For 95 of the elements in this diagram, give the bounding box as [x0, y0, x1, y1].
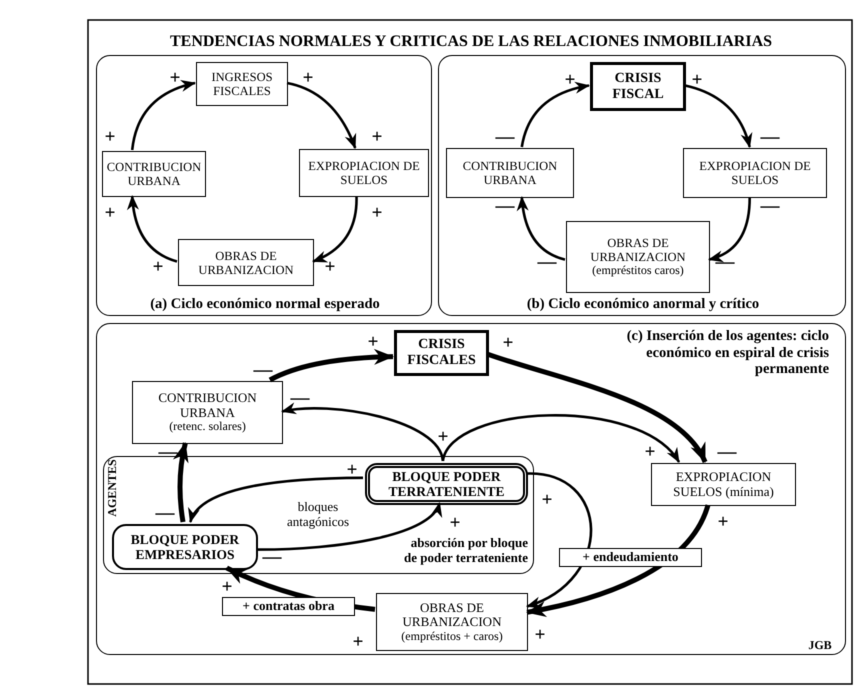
arrow [526, 472, 592, 608]
process-box [102, 151, 206, 197]
arrow [312, 196, 358, 263]
box-label: CRISIS FISCALES [406, 337, 477, 369]
edge-label: bloques antagónicos [286, 500, 350, 530]
polarity-sign: + [368, 332, 378, 352]
arrow [281, 403, 444, 462]
group-frame [103, 456, 534, 574]
polarity-sign: — [496, 196, 514, 216]
box-label: CONTRIBUCION URBANA [157, 391, 258, 420]
polarity-sign: + [372, 128, 382, 146]
process-box [446, 148, 574, 198]
arrow [286, 82, 356, 149]
edge-label: + endeudamiento [559, 548, 702, 567]
polarity-sign: + [450, 514, 460, 532]
panel-caption: (b) Ciclo económico anormal y crítico [526, 296, 760, 313]
box-label: EXPROPIACION DE SUELOS [698, 159, 812, 187]
polarity-sign: + [542, 490, 552, 510]
arrow [268, 349, 394, 382]
signature-text: JGB [808, 639, 832, 651]
process-box [651, 463, 796, 506]
polarity-sign: + [352, 632, 364, 652]
arrow [256, 502, 441, 551]
polarity-sign: — [538, 252, 556, 272]
polarity-sign: — [158, 442, 178, 462]
process-box [132, 381, 283, 444]
polarity-sign: + [718, 512, 728, 532]
arrow [708, 196, 751, 262]
polarity-sign: + [372, 204, 382, 222]
box-label: BLOQUE PODER EMPRESARIOS [130, 532, 240, 562]
polarity-sign: + [502, 334, 514, 352]
box-label: (empréstitos caros) [592, 264, 684, 278]
box-label: EXPROPIACION DE SUELOS [307, 159, 421, 187]
polarity-sign: + [104, 204, 116, 222]
group-label: AGENTES [105, 458, 119, 519]
box-label: OBRAS DE URBANIZACION [589, 236, 687, 264]
arrow [442, 414, 680, 463]
polarity-sign: + [346, 460, 358, 480]
process-box [590, 62, 686, 111]
polarity-sign: — [760, 128, 780, 146]
process-box [196, 62, 288, 106]
box-label: EXPROPIACION SUELOS (mínima) [672, 470, 775, 500]
arrow [517, 196, 566, 261]
polarity-sign: + [564, 70, 576, 90]
panel-frame [96, 323, 846, 655]
diagram-title: TENDENCIAS NORMALES Y CRITICAS DE LAS RELACIONES INMOBILIARIAS [168, 33, 774, 51]
edge-label: absorción por bloque de poder terrateniente [403, 536, 528, 566]
box-label: BLOQUE PODER TERRATENIENTE [387, 468, 506, 500]
polarity-sign: + [104, 128, 116, 146]
box-label: (retenc. solares) [169, 420, 246, 434]
arrow [173, 442, 189, 522]
arrow [487, 352, 708, 464]
process-box [365, 463, 528, 505]
polarity-sign: — [760, 196, 780, 216]
panel-frame [438, 55, 846, 316]
polarity-sign: + [534, 626, 546, 644]
arrow [526, 504, 710, 617]
polarity-sign: + [644, 442, 656, 462]
polarity-sign: + [324, 258, 336, 276]
process-box [112, 524, 258, 570]
polarity-sign: — [254, 360, 272, 380]
box-label: OBRAS DE URBANIZACION [197, 248, 295, 276]
process-box [376, 593, 528, 651]
panel-frame [96, 55, 432, 316]
process-box [299, 149, 429, 197]
process-box [178, 239, 314, 286]
polarity-sign: + [438, 428, 448, 446]
box-label: CONTRIBUCION URBANA [462, 159, 558, 187]
box-label: INGRESOS FISCALES [210, 70, 274, 98]
polarity-sign: — [262, 548, 282, 566]
box-label: OBRAS DE URBANIZACION [402, 600, 502, 630]
box-label: CONTRIBUCION URBANA [106, 160, 202, 188]
arrow [127, 195, 178, 263]
arrow [684, 84, 752, 148]
arrow [189, 476, 364, 523]
panel-caption: (c) Inserción de los agentes: ciclo económico en espiral de crisis permanente [626, 328, 829, 378]
arrow [520, 82, 590, 148]
process-box [394, 330, 489, 376]
polarity-sign: — [290, 388, 310, 408]
polarity-sign: + [222, 578, 232, 596]
polarity-sign: — [718, 442, 736, 462]
panel-caption: (a) Ciclo económico normal esperado [149, 296, 381, 313]
polarity-sign: + [152, 258, 164, 276]
arrow [130, 80, 196, 150]
process-box [566, 221, 710, 293]
process-box [683, 148, 827, 198]
polarity-sign: — [156, 504, 174, 522]
polarity-sign: + [692, 70, 702, 90]
box-label: (empréstitos + caros) [401, 630, 503, 644]
polarity-sign: + [170, 68, 180, 88]
box-label: CRISIS FISCAL [611, 70, 665, 102]
edge-label: + contratas obra [222, 597, 355, 616]
polarity-sign: — [496, 128, 514, 146]
polarity-sign: + [302, 68, 314, 88]
polarity-sign: — [716, 252, 734, 272]
